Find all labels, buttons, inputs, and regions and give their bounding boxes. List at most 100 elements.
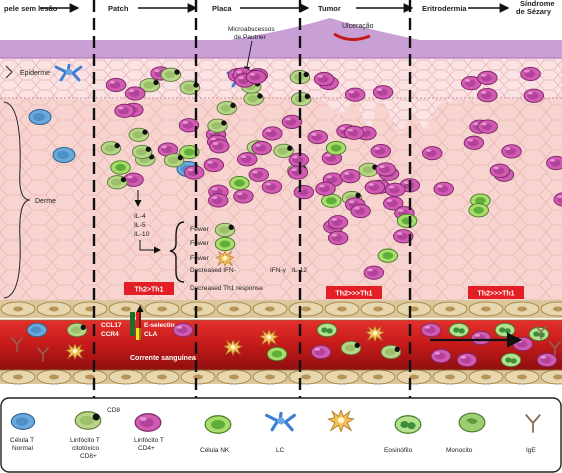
cd8-t-cell — [66, 322, 88, 338]
cd4-t-cell — [105, 77, 127, 93]
cd4-t-cell — [248, 167, 270, 182]
cd4-t-cell — [375, 162, 397, 177]
cd4-t-cell — [489, 163, 511, 178]
cd4-t-cell — [364, 180, 386, 195]
stage-patch-label: Patch — [108, 4, 129, 13]
cd4-t-cell — [262, 126, 283, 141]
endothelial-nucleus — [337, 306, 347, 312]
cd4-t-cell — [363, 265, 385, 280]
effects-brace — [169, 221, 185, 283]
endothelial-nucleus — [373, 306, 383, 312]
e-selectin-label: E-selectin — [144, 322, 175, 329]
cd4-t-cell — [261, 179, 283, 194]
nk-cell — [468, 203, 489, 218]
legend-cd4-icon — [134, 413, 162, 432]
epidermis-bracket — [5, 65, 13, 79]
cd4-t-cell — [209, 139, 230, 154]
dermis-label: Derme — [35, 198, 56, 205]
fewer-cd8-label: Fewer — [190, 226, 210, 233]
cd8-t-cell — [100, 141, 122, 156]
microabscess-label: Microabscessos — [228, 26, 275, 33]
cytokine-il4: IL-4 — [134, 213, 146, 220]
legend-cd8-label-2: citotóxico — [72, 445, 99, 452]
legend-normal-t-icon — [10, 413, 36, 430]
stage-tumor-label: Tumor — [318, 4, 341, 13]
cd4-t-cell — [370, 143, 392, 159]
cd4-t-cell — [477, 70, 498, 86]
decreased-th1-label: Decreased Th1 response — [190, 285, 263, 292]
badge-erythroderma: Th2>>>Th1 — [468, 286, 524, 299]
endothelial-nucleus — [193, 306, 203, 312]
cd8-t-cell — [128, 127, 150, 142]
epidermis-label: Epiderme — [20, 70, 50, 77]
eosinophil — [500, 352, 522, 368]
svg-text:Th2>>>Th1: Th2>>>Th1 — [335, 291, 372, 298]
cd4-t-cell — [372, 85, 394, 100]
stage-axis: pele sem lesão Patch Placa Tumor Eritrod… — [4, 0, 555, 16]
cd4-t-cell — [327, 215, 349, 230]
cd4-t-cell — [350, 203, 371, 219]
legend-cd8-label: Linfócito T — [70, 437, 100, 444]
epidermis-layer — [0, 56, 562, 135]
bloodstream-label: Corrente sanguínea — [130, 355, 196, 362]
endothelial-nucleus — [121, 306, 131, 312]
cd4-t-cell — [251, 140, 272, 156]
cd4-t-cell — [430, 348, 452, 364]
endothelial-nucleus — [373, 374, 383, 380]
endothelial-nucleus — [13, 306, 23, 312]
dermis-bracket — [3, 101, 31, 299]
microabscess-label-2: de Pautrier — [234, 34, 267, 41]
stage-plaque-label: Placa — [212, 4, 232, 13]
endothelial-nucleus — [229, 374, 239, 380]
normal-t-cell — [52, 147, 76, 163]
cd4-t-cell — [546, 155, 562, 171]
endothelial-nucleus — [193, 374, 203, 380]
legend-eosinophil-icon — [394, 415, 422, 434]
legend: Célula T Normal CD8 Linfócito T citotóxi… — [0, 397, 562, 473]
endothelial-nucleus — [517, 306, 527, 312]
eosinophil — [448, 322, 470, 338]
legend-monocyte-label: Monocito — [446, 447, 473, 454]
nk-cell — [110, 160, 131, 175]
endothelial-nucleus — [49, 306, 59, 312]
ifn-gamma-label: IFN-γ — [270, 267, 287, 274]
cytokine-mechanism: IL-4 IL-5 IL-10 Fewer Fewer Fewer Decrea… — [134, 190, 307, 292]
endothelial-nucleus — [13, 374, 23, 380]
legend-eosinophil-label: Eosinófilo — [384, 447, 413, 454]
cd4-t-cell — [114, 103, 135, 118]
stage-sezary-label-2: de Sézary — [516, 7, 552, 16]
ulceration-label: Ulceração — [342, 23, 374, 30]
cd8-t-cell — [358, 162, 379, 177]
cd8-t-cell — [207, 118, 228, 133]
nk-cell — [266, 346, 288, 362]
endothelial-nucleus — [265, 306, 275, 312]
endothelial-nucleus — [301, 306, 311, 312]
cd4-t-cell — [233, 189, 254, 204]
stage-normal-label: pele sem lesão — [4, 4, 58, 13]
legend-normal-t-label: Célula T — [10, 437, 34, 444]
ccl17-ccr4-marker — [130, 312, 135, 336]
nk-cell — [325, 140, 347, 156]
cd4-t-cell — [477, 88, 498, 103]
cd4-t-cell — [172, 322, 194, 338]
nk-cell — [229, 175, 250, 191]
endothelial-nucleus — [445, 374, 455, 380]
cd4-t-cell — [327, 230, 349, 245]
endothelial-nucleus — [409, 306, 419, 312]
cd8-t-cell — [216, 100, 238, 116]
cd4-t-cell — [470, 330, 492, 346]
svg-text:Th2>Th1: Th2>Th1 — [135, 287, 164, 294]
stage-erythroderma-label: Eritrodermia — [422, 4, 467, 13]
cd4-t-cell — [281, 114, 303, 129]
cd4-t-cell — [520, 66, 541, 82]
cd8-t-cell — [273, 143, 294, 159]
cd8-t-cell — [106, 175, 128, 190]
ccl17-label: CCL17 — [101, 322, 122, 329]
fewer-cd8-cell — [214, 222, 236, 238]
cd4-t-cell — [477, 119, 498, 134]
cytokine-il5: IL-5 — [134, 222, 146, 229]
endothelial-nucleus — [121, 374, 131, 380]
cd4-t-cell — [203, 157, 225, 173]
cla-label: CLA — [144, 331, 158, 338]
